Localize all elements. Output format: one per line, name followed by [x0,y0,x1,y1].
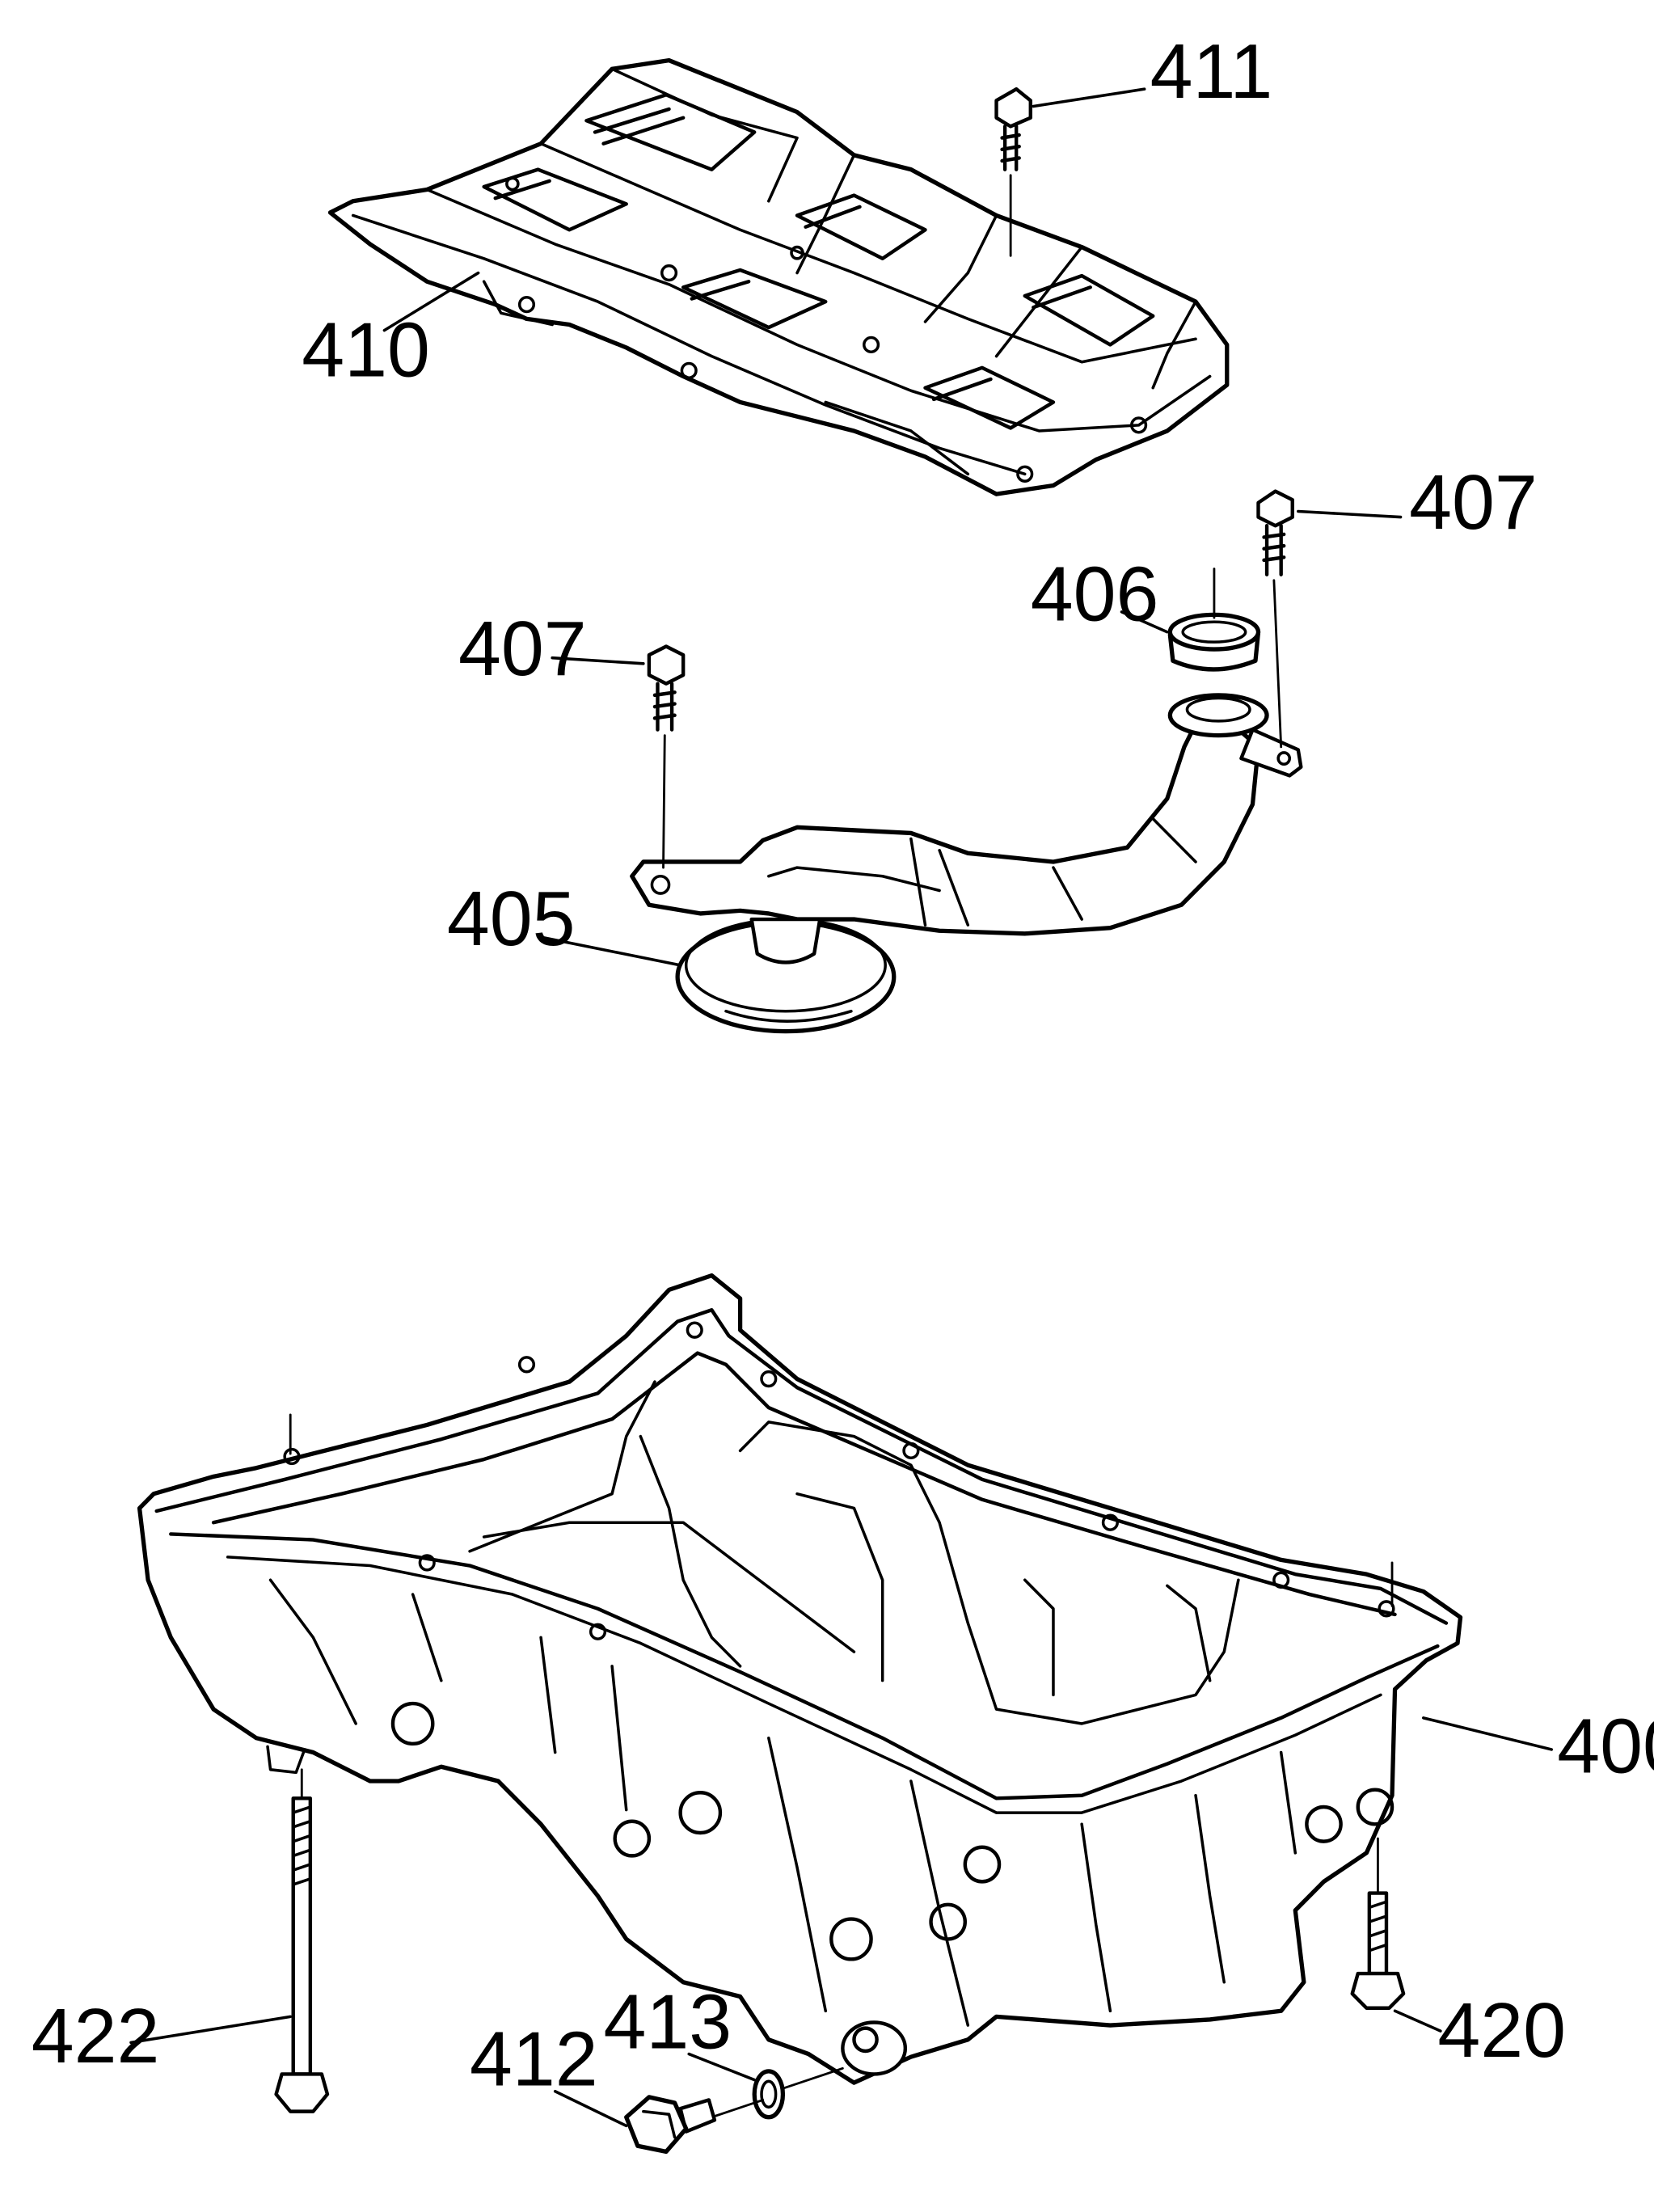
pump-screen-bolt-407-right [1256,489,1294,749]
oil-pump-screen [630,693,1303,1034]
drain-plug-washer-413 [752,2069,786,2120]
o-ring-seal-406 [1167,568,1261,672]
callout-420: 420 [1437,1988,1566,2074]
drain-plug-412 [624,2066,844,2155]
oil-pan [137,1273,1463,2085]
oil-pan-shield [327,57,1230,496]
leader-lines [129,87,1553,2128]
callout-405: 405 [447,876,576,962]
callout-412: 412 [470,2016,598,2102]
callout-422: 422 [32,1994,160,2079]
callout-407-right: 407 [1409,459,1538,545]
shield-bolt-411 [994,87,1032,257]
long-pan-bolt-422 [274,1768,330,2113]
callout-410: 410 [302,307,430,393]
callout-411: 411 [1150,28,1273,114]
callout-406: 406 [1031,551,1159,637]
callout-400: 400 [1557,1703,1654,1789]
pan-bolt-420 [1350,1837,1406,2010]
callout-413: 413 [604,1979,732,2065]
callout-407-left: 407 [458,606,587,692]
callout-labels: 411 410 407 406 407 405 400 422 413 412 … [32,28,1654,2102]
pump-screen-bolt-407-left [647,644,686,869]
